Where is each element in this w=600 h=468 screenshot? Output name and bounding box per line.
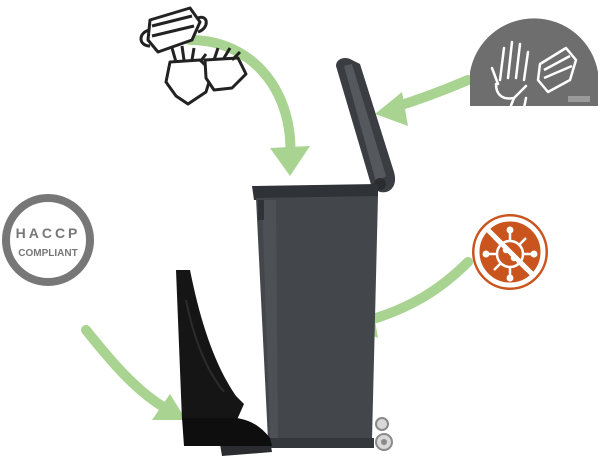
gloves-icon [490,40,530,110]
gloves-icon [164,45,248,106]
bin-body [256,196,378,440]
compliant-label: COMPLIANT [18,248,77,259]
face-mask-icon [139,6,208,54]
arrow-sticker-to-lid [375,75,473,126]
haccp-label: HACCP [16,225,81,241]
bin-wheels [375,417,393,451]
arrow-mask-to-bin [185,35,310,176]
arrow-haccp-to-pedal [81,325,186,420]
haccp-compliant-badge: HACCP COMPLIANT [2,194,94,286]
bin-rim [252,184,378,200]
bin-lid [336,58,396,193]
shoe [182,418,272,446]
ppe-sticker [470,18,598,110]
leg-on-pedal [176,270,272,446]
bin-base [262,438,374,448]
no-virus-badge [472,214,548,290]
face-mask-icon [536,46,578,94]
sticker-logo [568,96,590,102]
pedal-waste-bin [220,58,396,456]
